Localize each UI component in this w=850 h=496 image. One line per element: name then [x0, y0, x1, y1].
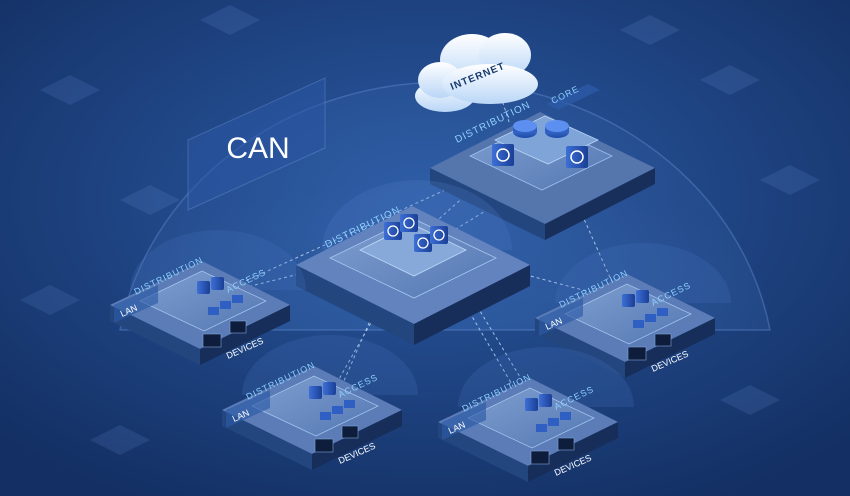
branch-site: LAN DISTRIBUTION ACCESS DEVICES [110, 230, 306, 365]
router-icon [513, 120, 537, 138]
monitor-icon [557, 437, 575, 451]
monitor-icon [627, 346, 647, 361]
access-switch-icon [548, 418, 559, 426]
switch-icon [525, 398, 538, 411]
router-icon [545, 120, 569, 138]
monitor-icon [229, 320, 247, 334]
center-platform: DISTRIBUTION [296, 180, 530, 345]
monitor-icon [530, 450, 550, 465]
access-switch-icon [220, 301, 231, 309]
access-switch-icon [536, 424, 547, 432]
branch-site: LAN DISTRIBUTION ACCESS DEVICES [535, 243, 731, 378]
can-sign: CAN [187, 77, 326, 211]
switch-icon [622, 294, 635, 307]
switch-icon [430, 226, 448, 244]
monitor-icon [314, 438, 334, 453]
switch-icon [492, 144, 514, 166]
monitor-icon [341, 425, 359, 439]
switch-icon [414, 234, 432, 252]
monitor-icon [202, 333, 222, 348]
access-switch-icon [657, 308, 668, 316]
access-switch-icon [645, 314, 656, 322]
switch-icon [197, 281, 210, 294]
switch-icon [566, 146, 588, 168]
access-switch-icon [208, 307, 219, 315]
access-switch-icon [320, 412, 331, 420]
background-tiles [20, 5, 820, 455]
switch-icon [636, 290, 649, 303]
access-switch-icon [560, 412, 571, 420]
switch-icon [323, 382, 336, 395]
switch-icon [539, 394, 552, 407]
switch-icon [400, 214, 418, 232]
monitor-icon [654, 333, 672, 347]
cloud-icon: INTERNET [415, 33, 538, 112]
access-switch-icon [332, 406, 343, 414]
switch-icon [211, 277, 224, 290]
access-switch-icon [633, 320, 644, 328]
page-title: CAN [226, 132, 289, 165]
switch-icon [384, 222, 402, 240]
switch-icon [309, 386, 322, 399]
access-switch-icon [344, 400, 355, 408]
hq-platform: DISTRIBUTION CORE [430, 84, 655, 240]
access-switch-icon [232, 295, 243, 303]
